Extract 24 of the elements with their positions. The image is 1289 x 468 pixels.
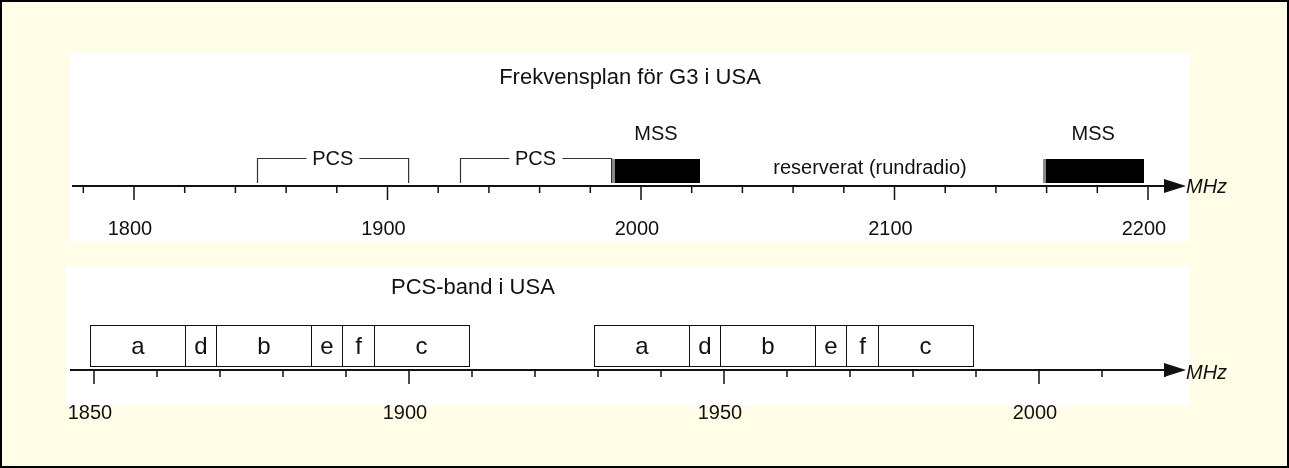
tick-label: 1900 bbox=[361, 216, 406, 240]
channel-block: a bbox=[594, 325, 690, 367]
tick-label: 1850 bbox=[67, 400, 113, 424]
unit-label: MHz bbox=[1186, 360, 1228, 384]
tick-label: 1950 bbox=[697, 400, 743, 424]
channel-block: c bbox=[373, 325, 470, 367]
tick-label: 1900 bbox=[382, 400, 428, 424]
band-label: MSS bbox=[633, 122, 679, 145]
channel-block: f bbox=[846, 325, 879, 367]
unit-label: MHz bbox=[1186, 174, 1228, 198]
channel-block: f bbox=[342, 325, 375, 367]
channel-block: a bbox=[90, 325, 186, 367]
tick-label: 1800 bbox=[107, 216, 153, 240]
tick-label: 2000 bbox=[614, 216, 660, 240]
panel-title: Frekvensplan för G3 i USA bbox=[498, 64, 762, 90]
band-label: reserverat (rundradio) bbox=[773, 155, 967, 179]
channel-block: c bbox=[877, 325, 974, 367]
band-label: MSS bbox=[1070, 122, 1116, 145]
tick-label: 2000 bbox=[1012, 400, 1058, 424]
tick-label: 2100 bbox=[868, 216, 913, 240]
tick-label: 2200 bbox=[1121, 216, 1167, 240]
panel-title: PCS-band i USA bbox=[391, 274, 555, 300]
channel-block: b bbox=[216, 325, 312, 367]
channel-block: b bbox=[720, 325, 816, 367]
